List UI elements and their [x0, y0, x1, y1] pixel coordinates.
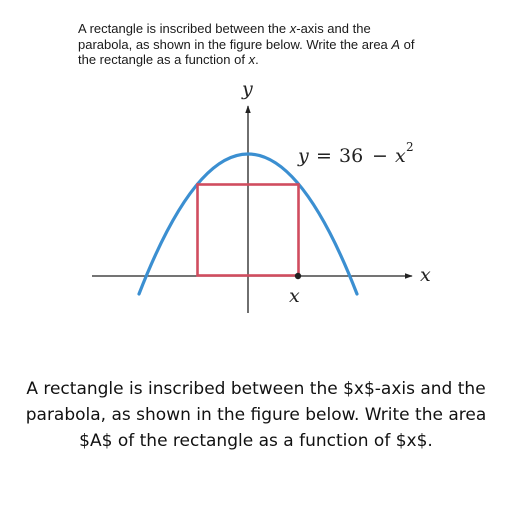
y-axis-label: y — [241, 78, 253, 100]
inscribed-rectangle — [196, 183, 300, 277]
caption-line-3: $A$ of the rectangle as a function of $x… — [79, 431, 433, 451]
problem-text-3: of the rectangle as a function of — [78, 36, 415, 68]
equation-exponent: 2 — [406, 140, 414, 154]
corner-point — [294, 272, 302, 280]
equation-constant: 36 — [339, 145, 363, 167]
equation-lhs: y — [297, 145, 309, 167]
corner-x-label: x — [289, 285, 300, 307]
var-a: A — [391, 36, 401, 52]
parabola-curve — [137, 152, 359, 296]
equation-equals: = — [316, 145, 332, 167]
caption-line-2: parabola, as shown in the figure below. … — [25, 405, 487, 425]
equation-variable: x — [395, 145, 406, 167]
x-axis-label: x — [420, 264, 431, 286]
problem-text-1: A rectangle is inscribed between the — [78, 21, 290, 36]
problem-text-2: -axis and the parabola, as shown in the … — [78, 21, 392, 52]
problem-text-4: . — [255, 52, 259, 67]
problem-statement: A rectangle is inscribed between the x-a… — [78, 21, 428, 68]
caption: A rectangle is inscribed between the $x$… — [0, 376, 512, 454]
parabola-equation: y = 36 − x 2 — [297, 140, 414, 167]
var-x: x — [289, 21, 297, 36]
caption-line-1: A rectangle is inscribed between the $x$… — [26, 379, 486, 399]
equation-minus: − — [372, 145, 388, 167]
var-x-2: x — [248, 52, 256, 67]
